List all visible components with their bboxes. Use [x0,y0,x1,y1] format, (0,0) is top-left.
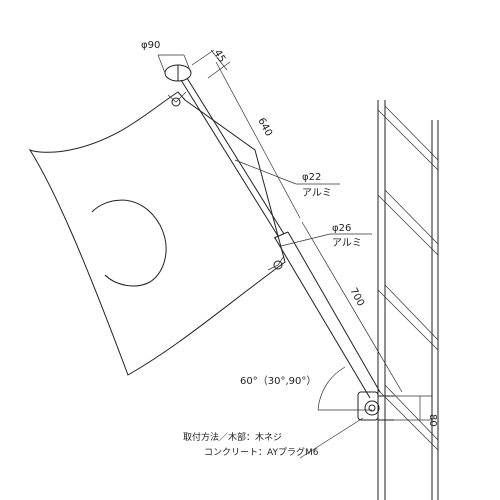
label-lower-length: 700 [347,286,366,308]
dim-mount-angle: 60°（30°,90°） [240,366,372,411]
leader-upper-pole: φ22 アルミ [234,159,340,199]
label-upper-material: アルミ [302,188,332,199]
flag-pole [180,77,381,399]
label-finial-diameter: φ90 [141,40,160,51]
note-mounting-concrete: コンクリート：AYプラグM6 [204,446,319,458]
label-bracket-height: 80 [427,414,438,427]
wall-bracket [357,391,394,421]
label-upper-length: 640 [255,116,274,138]
note-mounting-wood: 取付方法／木部：木ネジ [183,431,282,443]
dim-finial-diameter: φ90 [141,40,192,74]
label-lower-material: アルミ [332,238,362,249]
label-mount-angle: 60°（30°,90°） [240,375,316,387]
dim-upper-length: 640 [215,61,301,219]
grommet-top [171,97,181,107]
leader-lower-pole: φ26 アルミ [280,223,372,249]
flag [28,91,286,376]
grommet-bottom [273,260,283,270]
finial [164,64,192,82]
dim-finial-offset: 45 [191,48,231,79]
label-lower-diameter: φ26 [332,223,351,234]
dim-bracket-height: 80 [394,395,438,427]
label-upper-diameter: φ22 [302,172,321,183]
leader-mounting [299,417,364,459]
wall-railing [377,100,439,500]
